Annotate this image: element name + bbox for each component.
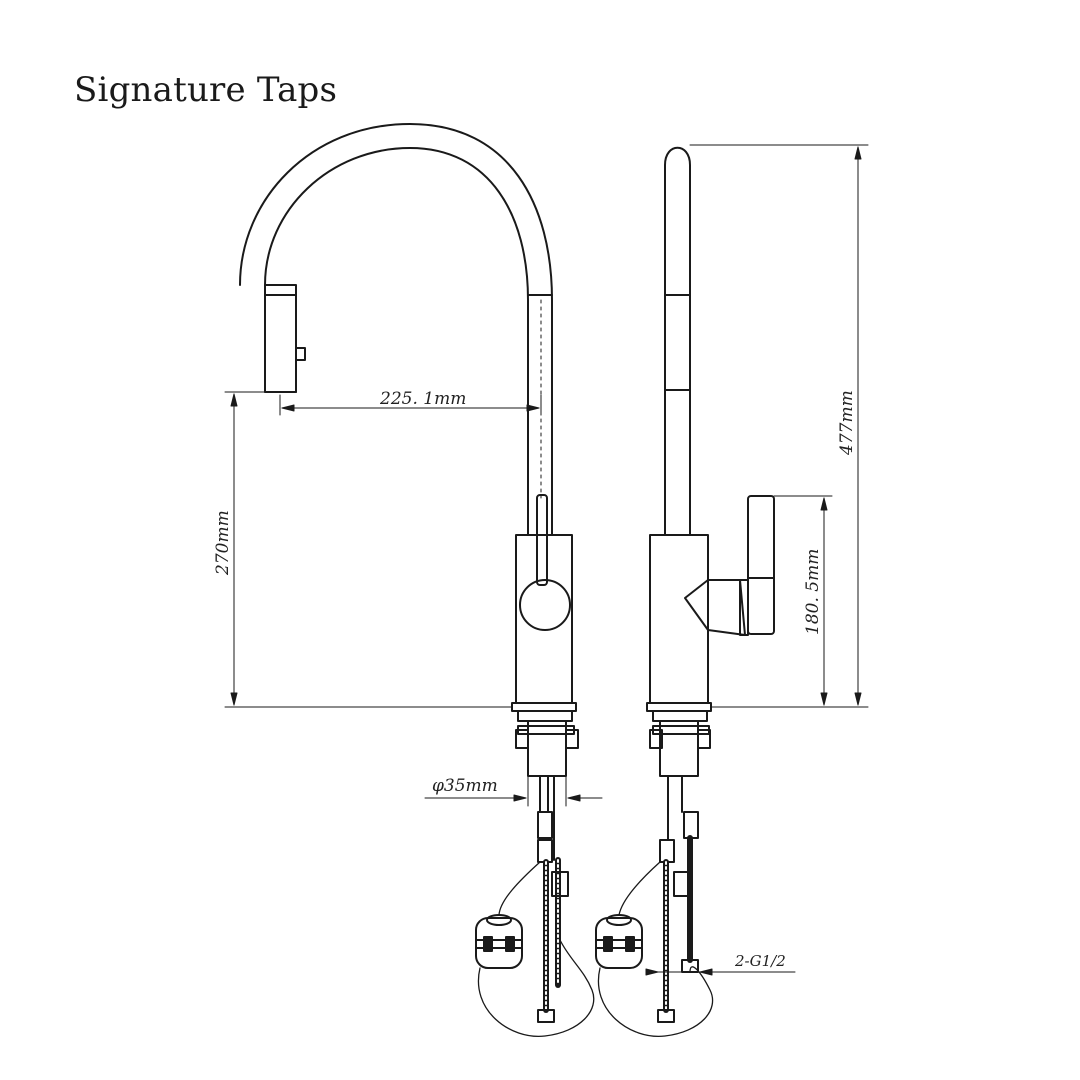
dim-inlet-thread: 2-G1/2 <box>734 952 786 970</box>
side-hose-weight <box>595 914 643 969</box>
side-view <box>595 146 775 1037</box>
front-hose-weight <box>475 914 523 969</box>
front-spout-head <box>264 284 297 393</box>
dim-base-diameter: φ35mm <box>432 776 498 796</box>
page-title: Signature Taps <box>74 70 338 110</box>
side-handle <box>684 579 746 636</box>
dim-spout-reach: 225. 1mm <box>379 389 466 409</box>
front-spout-inner <box>239 123 553 536</box>
front-mount-shank <box>527 720 567 777</box>
front-lever <box>536 494 548 586</box>
dim-spout-height: 270mm <box>213 510 233 576</box>
front-handle-knob <box>519 579 571 631</box>
dim-handle-height: 180. 5mm <box>803 549 823 635</box>
dim-total-height: 477mm <box>837 390 857 456</box>
front-spout-outer <box>264 147 529 536</box>
dimension-lines <box>224 144 869 976</box>
side-lever <box>747 495 775 635</box>
front-view <box>239 123 595 1037</box>
spray-button <box>295 347 306 361</box>
front-pull-cable <box>498 861 541 916</box>
side-spout <box>664 146 691 536</box>
